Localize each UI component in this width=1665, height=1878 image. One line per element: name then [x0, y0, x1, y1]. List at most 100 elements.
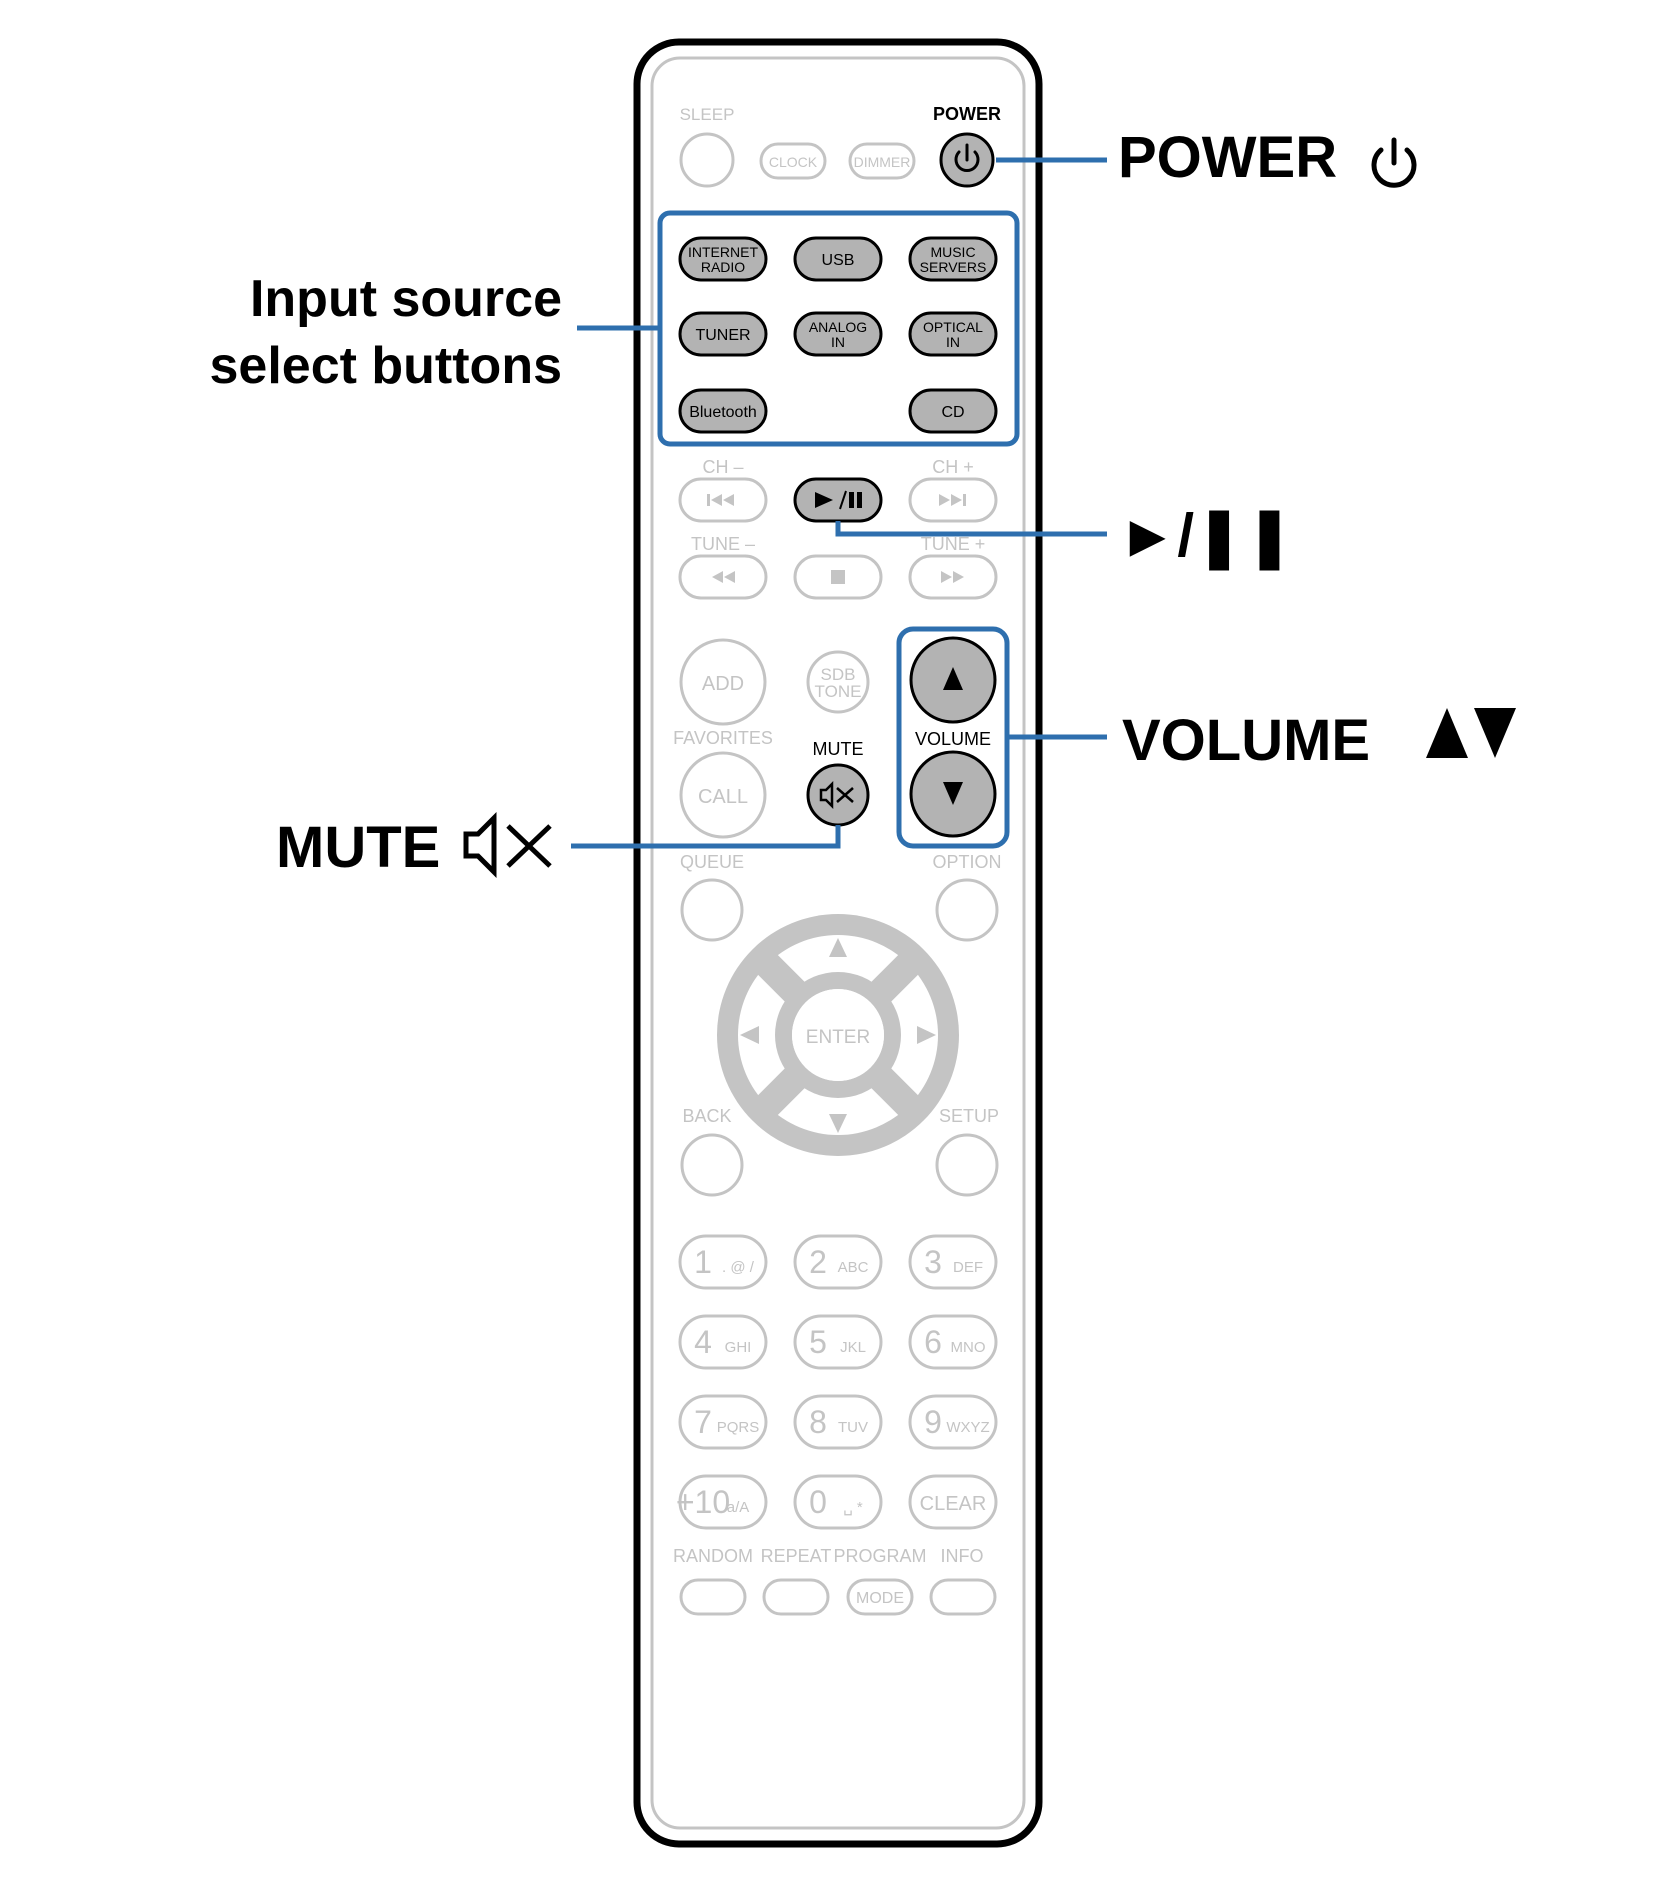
back-button[interactable] — [680, 1133, 744, 1197]
power-callout-text: POWER — [1118, 125, 1337, 190]
numpad-key-label: 0 — [809, 1484, 827, 1520]
numpad-button[interactable] — [793, 1234, 883, 1290]
up-arrow-icon[interactable] — [829, 938, 847, 957]
numpad-key-label: 1 — [694, 1244, 712, 1280]
numpad-button[interactable] — [793, 1314, 883, 1370]
numpad-key-letters: DEF — [953, 1259, 983, 1276]
analog-in-label-2: IN — [831, 334, 845, 350]
numpad-key-letters: JKL — [840, 1339, 866, 1356]
usb-button[interactable] — [793, 236, 883, 282]
favorites-label: FAVORITES — [673, 728, 773, 748]
cd-label: CD — [941, 404, 964, 421]
numpad-key-letters: TUV — [838, 1419, 868, 1436]
internet-radio-button[interactable] — [678, 236, 768, 282]
mute-callout-line — [571, 825, 841, 849]
info-label: INFO — [941, 1546, 984, 1566]
tune-plus-label: TUNE + — [921, 534, 986, 554]
add-button[interactable] — [679, 638, 767, 726]
tune-minus-label: TUNE – — [691, 534, 755, 554]
repeat-label: REPEAT — [761, 1546, 832, 1566]
dimmer-label: DIMMER — [854, 154, 911, 170]
mode-label: MODE — [856, 1590, 904, 1607]
queue-button[interactable] — [680, 878, 744, 942]
setup-button[interactable] — [935, 1133, 999, 1197]
queue-label: QUEUE — [680, 852, 744, 872]
numpad-button[interactable] — [908, 1234, 998, 1290]
numpad-key-letters: . @ / — [722, 1259, 755, 1276]
numpad-button[interactable] — [908, 1314, 998, 1370]
volume-up-icon — [943, 667, 963, 690]
numpad-button[interactable] — [678, 1394, 768, 1450]
numpad-key-letters: ␣ * — [843, 1499, 863, 1516]
numpad-key-label: 5 — [809, 1324, 827, 1360]
clock-button[interactable] — [759, 142, 827, 180]
numpad-button[interactable] — [678, 1474, 768, 1530]
skip-forward-icon — [939, 494, 966, 506]
mode-button[interactable] — [846, 1578, 914, 1616]
numpad-button[interactable] — [793, 1474, 883, 1530]
enter-button[interactable] — [794, 991, 882, 1079]
sleep-label: SLEEP — [680, 105, 735, 124]
add-label: ADD — [702, 673, 744, 695]
down-arrow-icon[interactable] — [829, 1114, 847, 1133]
sleep-button[interactable] — [679, 132, 735, 188]
mute-callout-icon — [463, 811, 552, 879]
numpad-key-label: 9 — [924, 1404, 942, 1440]
bluetooth-button[interactable] — [678, 388, 768, 434]
info-button[interactable] — [929, 1578, 997, 1616]
cd-button[interactable] — [908, 388, 998, 434]
power-label: POWER — [933, 104, 1001, 124]
random-button[interactable] — [679, 1578, 747, 1616]
numpad-button[interactable] — [678, 1314, 768, 1370]
music-servers-label-1: MUSIC — [930, 244, 975, 260]
numpad-key-letters: a/A — [727, 1499, 750, 1516]
numpad-key-letters: MNO — [951, 1339, 986, 1356]
optical-in-button[interactable] — [908, 311, 998, 357]
power-icon — [954, 143, 980, 172]
numpad-button[interactable] — [908, 1474, 998, 1530]
volume-down-icon — [943, 782, 963, 805]
play-pause-callout-text: ►/❚❚ — [1118, 502, 1295, 571]
mute-button[interactable] — [806, 763, 870, 827]
numpad-button[interactable] — [678, 1234, 768, 1290]
ch-plus-label: CH + — [932, 457, 974, 477]
tuner-label: TUNER — [695, 327, 750, 344]
numpad-key-label: 8 — [809, 1404, 827, 1440]
stop-icon — [831, 570, 845, 584]
input-callout-text-2: select buttons — [210, 337, 563, 395]
repeat-button[interactable] — [762, 1578, 830, 1616]
dimmer-button[interactable] — [848, 142, 916, 180]
numpad-key-letters: WXYZ — [946, 1419, 989, 1436]
mute-label: MUTE — [813, 739, 864, 759]
numpad-key-letters: ABC — [838, 1259, 869, 1276]
numpad-key-label: 2 — [809, 1244, 827, 1280]
mute-icon — [819, 780, 854, 810]
left-arrow-icon[interactable] — [740, 1026, 759, 1044]
sdb-tone-button[interactable] — [806, 650, 870, 714]
sdb-label: SDB — [821, 665, 856, 684]
remote-inner-panel — [650, 56, 1026, 1830]
play-pause-button[interactable] — [793, 477, 883, 523]
numpad-key-label: 7 — [694, 1404, 712, 1440]
numpad-key-letters: PQRS — [717, 1419, 760, 1436]
tone-label: TONE — [815, 682, 862, 701]
music-servers-button[interactable] — [908, 236, 998, 282]
option-button[interactable] — [935, 878, 999, 942]
volume-callout-text: VOLUME — [1122, 708, 1370, 773]
volume-label: VOLUME — [915, 729, 991, 749]
back-label: BACK — [682, 1106, 731, 1126]
numpad-button[interactable] — [908, 1394, 998, 1450]
tuner-button[interactable] — [678, 311, 768, 357]
numpad-button[interactable] — [793, 1394, 883, 1450]
numpad-key-label: 3 — [924, 1244, 942, 1280]
call-button[interactable] — [679, 751, 767, 839]
enter-label: ENTER — [806, 1027, 870, 1048]
option-label: OPTION — [932, 852, 1001, 872]
program-label: PROGRAM — [833, 1546, 926, 1566]
clock-label: CLOCK — [769, 154, 818, 170]
fast-forward-icon — [941, 571, 964, 583]
analog-in-button[interactable] — [793, 311, 883, 357]
random-label: RANDOM — [673, 1546, 753, 1566]
right-arrow-icon[interactable] — [917, 1026, 936, 1044]
